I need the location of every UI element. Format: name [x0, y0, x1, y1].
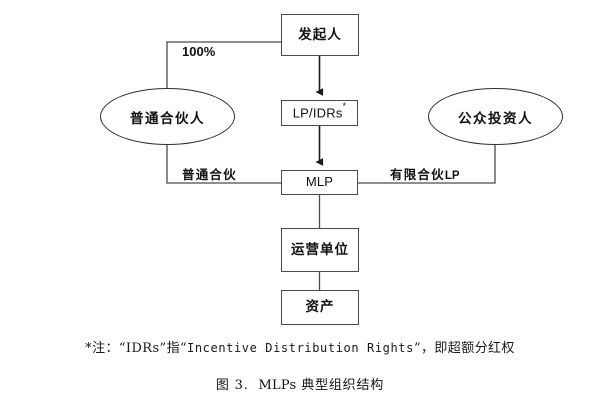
node-general-partner-label: 普通合伙人: [130, 110, 205, 127]
edge-label-sponsor-percent: 100%: [182, 44, 216, 59]
node-lp-idrs-label: LP/IDRs*: [292, 101, 347, 121]
node-mlp[interactable]: MLP: [281, 170, 358, 195]
edge-label-limited-partnership-lp: LP: [444, 170, 460, 182]
node-assets[interactable]: 资产: [281, 290, 359, 325]
node-lp-idrs-asterisk: *: [342, 101, 347, 112]
node-lp-idrs[interactable]: LP/IDRs*: [281, 100, 358, 126]
edge-sponsor-to-general-partner: [166, 41, 282, 89]
node-operating-unit-label: 运营单位: [291, 241, 349, 258]
figure-caption: 图 3. MLPs 典型组织结构: [0, 374, 600, 393]
node-public-investors-label: 公众投资人: [458, 110, 533, 127]
caption-suffix: 典型组织结构: [301, 378, 385, 393]
node-public-investors[interactable]: 公众投资人: [428, 88, 563, 145]
edge-label-general-partnership: 普通合伙: [182, 167, 237, 182]
edge-public-investors-to-mlp: [357, 144, 496, 184]
caption-number: 图 3.: [215, 378, 249, 393]
node-lp-idrs-text: LP/IDRs: [292, 105, 343, 121]
node-sponsor-label: 发起人: [298, 26, 342, 43]
edge-general-partner-to-mlp: [166, 144, 282, 184]
footnote-term: Incentive Distribution Rights: [187, 341, 414, 355]
node-assets-label: 资产: [305, 299, 335, 316]
node-operating-unit[interactable]: 运营单位: [281, 228, 359, 272]
node-mlp-label: MLP: [305, 174, 334, 190]
node-sponsor[interactable]: 发起人: [281, 14, 359, 56]
caption-mlps: MLPs: [258, 378, 297, 393]
edge-label-limited-partnership: 有限合伙LP: [390, 164, 460, 183]
footnote-lead: *注：“IDRs”指“: [85, 341, 188, 356]
edge-label-limited-partnership-cn: 有限合伙: [390, 167, 445, 182]
node-general-partner[interactable]: 普通合伙人: [100, 88, 235, 145]
figure-footnote: *注：“IDRs”指“Incentive Distribution Rights…: [0, 337, 600, 356]
footnote-tail: ”，即超额分红权: [413, 341, 515, 356]
